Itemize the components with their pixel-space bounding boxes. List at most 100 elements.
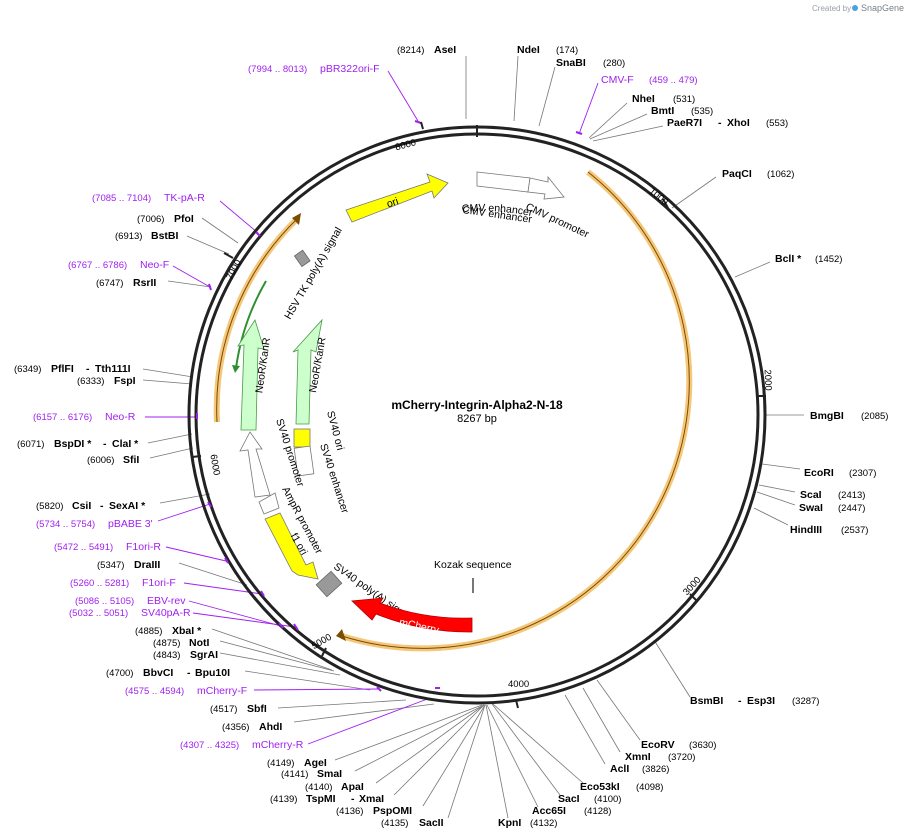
site-ahdi[interactable]: (4356)AhdI	[222, 721, 282, 733]
svg-text:pBABE 3': pBABE 3'	[108, 518, 153, 530]
site-rsrii[interactable]: (6747)RsrII	[96, 277, 156, 289]
site-apai[interactable]: (4140)ApaI	[305, 781, 364, 793]
site-sacii[interactable]: (4135)SacII	[381, 817, 444, 829]
site-paqci[interactable]: PaqCI(1062)	[722, 168, 794, 180]
site-ecorv[interactable]: EcoRV(3630)	[641, 739, 716, 751]
site-sbfi[interactable]: (4517)SbfI	[210, 703, 267, 715]
svg-text:(3630): (3630)	[689, 740, 716, 751]
site-sgrai[interactable]: (4843)SgrAI	[153, 649, 218, 661]
site-pfoi[interactable]: (7006)PfoI	[137, 213, 194, 225]
site-snabi[interactable]: SnaBI(280)	[556, 57, 625, 69]
plasmid-name: mCherry-Integrin-Alpha2-N-18	[391, 398, 563, 412]
site-smai[interactable]: (4141)SmaI	[281, 768, 342, 780]
label-cmv-promoter: CMV promoter	[524, 201, 591, 241]
feature-mcherry[interactable]: mCherry	[351, 597, 473, 637]
site-paer7i-xhoi[interactable]: PaeR7I-XhoI(553)	[667, 117, 788, 129]
svg-text:(5032 .. 5051): (5032 .. 5051)	[69, 608, 128, 619]
site-eco53ki[interactable]: Eco53kI(4098)	[580, 781, 663, 793]
svg-text:(4132): (4132)	[530, 818, 557, 829]
feature-ori[interactable]: ori	[345, 173, 449, 223]
label-kozak: Kozak sequence	[434, 559, 512, 571]
site-pflfi-tth111i[interactable]: (6349)PflFI-Tth111I	[14, 363, 131, 375]
svg-text:(4517): (4517)	[210, 704, 237, 715]
svg-text:(7994 .. 8013): (7994 .. 8013)	[248, 64, 307, 75]
primer-f1ori-r[interactable]: (5472 .. 5491)F1ori-R	[54, 541, 161, 553]
site-swai[interactable]: SwaI(2447)	[799, 502, 865, 514]
feature-sv40-promoter[interactable]	[239, 431, 271, 498]
primer-f1ori-f[interactable]: (5260 .. 5281)F1ori-F	[70, 577, 176, 589]
site-ndei[interactable]: NdeI(174)	[517, 44, 578, 56]
site-saci[interactable]: SacI (4100)	[558, 793, 621, 805]
snapgene-brand: Created by SnapGene	[812, 3, 904, 13]
svg-text:(6157 .. 6176): (6157 .. 6176)	[33, 412, 92, 423]
site-asei[interactable]: (8214)AseI	[397, 44, 456, 56]
site-draiii[interactable]: (5347)DraIII	[97, 559, 160, 571]
primer-sv40pa-r[interactable]: (5032 .. 5051) SV40pA-R	[69, 607, 191, 619]
svg-text:SV40pA-R: SV40pA-R	[141, 607, 191, 619]
site-scai[interactable]: ScaI(2413)	[800, 489, 865, 501]
primer-neo-r[interactable]: (6157 .. 6176) Neo-R	[33, 411, 136, 423]
svg-text:(4100): (4100)	[594, 794, 621, 805]
svg-text:Eco53kI: Eco53kI	[580, 781, 620, 793]
site-bspdi-clai[interactable]: (6071)BspDI *-ClaI *	[17, 438, 139, 450]
site-sfii[interactable]: (6006)SfiI	[87, 454, 139, 466]
site-tspmi-xmai[interactable]: (4139)TspMI-XmaI	[270, 793, 384, 805]
svg-text:mCherry-R: mCherry-R	[252, 739, 304, 751]
svg-text:PfoI: PfoI	[174, 213, 194, 225]
svg-text:ScaI: ScaI	[800, 489, 822, 501]
svg-text:SexAI *: SexAI *	[109, 500, 146, 512]
site-acli[interactable]: AclI(3826)	[610, 763, 669, 775]
site-xbai[interactable]: (4885)XbaI *	[135, 625, 202, 637]
primer-tk-pa-r[interactable]: (7085 .. 7104)TK-pA-R	[92, 192, 205, 204]
primer-ebv-rev[interactable]: (5086 .. 5105)EBV-rev	[75, 595, 186, 607]
feature-sv40-polya[interactable]	[315, 570, 343, 598]
feature-sv40-enhancer[interactable]	[293, 445, 315, 477]
site-pspomi[interactable]: (4136)PspOMI	[336, 805, 412, 817]
site-bmgbi[interactable]: BmgBI(2085)	[810, 410, 888, 422]
svg-text:FspI: FspI	[114, 375, 136, 387]
svg-text:SacI: SacI	[558, 793, 580, 805]
primer-mcherry-f[interactable]: (4575 .. 4594)mCherry-F	[125, 685, 247, 697]
site-bsmbi-esp3i[interactable]: BsmBI-Esp3I(3287)	[690, 695, 819, 707]
primer-neo-f[interactable]: (6767 .. 6786)Neo-F	[68, 259, 169, 271]
svg-text:NdeI: NdeI	[517, 44, 540, 56]
site-hindiii[interactable]: HindIII(2537)	[790, 524, 868, 536]
site-noti[interactable]: (4875)NotI	[153, 637, 209, 649]
svg-text:SgrAI: SgrAI	[190, 649, 218, 661]
primer-pbr322ori-f[interactable]: (7994 .. 8013)pBR322ori-F	[248, 63, 380, 75]
svg-text:-: -	[718, 117, 722, 129]
svg-text:F1ori-R: F1ori-R	[126, 541, 161, 553]
svg-text:AgeI: AgeI	[304, 757, 327, 769]
svg-text:Bpu10I: Bpu10I	[195, 667, 230, 679]
feature-neokanr-inner[interactable]: NeoR/KanR	[292, 318, 329, 425]
svg-text:Neo-R: Neo-R	[105, 411, 136, 423]
feature-sv40-ori[interactable]	[293, 428, 311, 448]
site-bbvci-bpu10i[interactable]: (4700)BbvCI-Bpu10I	[106, 667, 230, 679]
svg-text:(531): (531)	[673, 94, 695, 105]
site-bcli[interactable]: BclI *(1452)	[775, 253, 842, 265]
primer-pbabe3[interactable]: (5734 .. 5754)pBABE 3'	[36, 518, 153, 530]
site-ecori[interactable]: EcoRI(2307)	[804, 467, 876, 479]
site-bmti[interactable]: BmtI(535)	[651, 105, 713, 117]
site-xmni[interactable]: XmnI(3720)	[625, 751, 695, 763]
primer-mcherry-r[interactable]: (4307 .. 4325)mCherry-R	[180, 739, 304, 751]
svg-text:BmtI: BmtI	[651, 105, 674, 117]
site-bstbi[interactable]: (6913)BstBI	[115, 230, 179, 242]
svg-text:XbaI *: XbaI *	[172, 625, 202, 637]
svg-text:(4135): (4135)	[381, 818, 408, 829]
primer-cmv-f[interactable]: CMV-F(459 .. 479)	[601, 74, 698, 86]
site-acc65i[interactable]: Acc65I(4128)	[532, 805, 611, 817]
site-csii-sexai[interactable]: (5820)CsiI-SexAI *	[36, 500, 146, 512]
feature-cmv-promoter[interactable]	[527, 175, 565, 200]
site-agei[interactable]: (4149)AgeI	[267, 757, 327, 769]
feature-hsv-tk-polya[interactable]	[293, 249, 311, 268]
site-kpni[interactable]: KpnI(4132)	[498, 817, 557, 829]
tick-label-8000: 8000	[394, 137, 417, 153]
site-fspi[interactable]: (6333)FspI	[77, 375, 136, 387]
svg-text:SnaBI: SnaBI	[556, 57, 586, 69]
site-nhei[interactable]: NheI(531)	[632, 93, 695, 105]
svg-text:-: -	[187, 667, 191, 679]
feature-ampr-promoter[interactable]	[258, 492, 280, 515]
svg-text:(2307): (2307)	[849, 468, 876, 479]
svg-text:(5347): (5347)	[97, 560, 124, 571]
